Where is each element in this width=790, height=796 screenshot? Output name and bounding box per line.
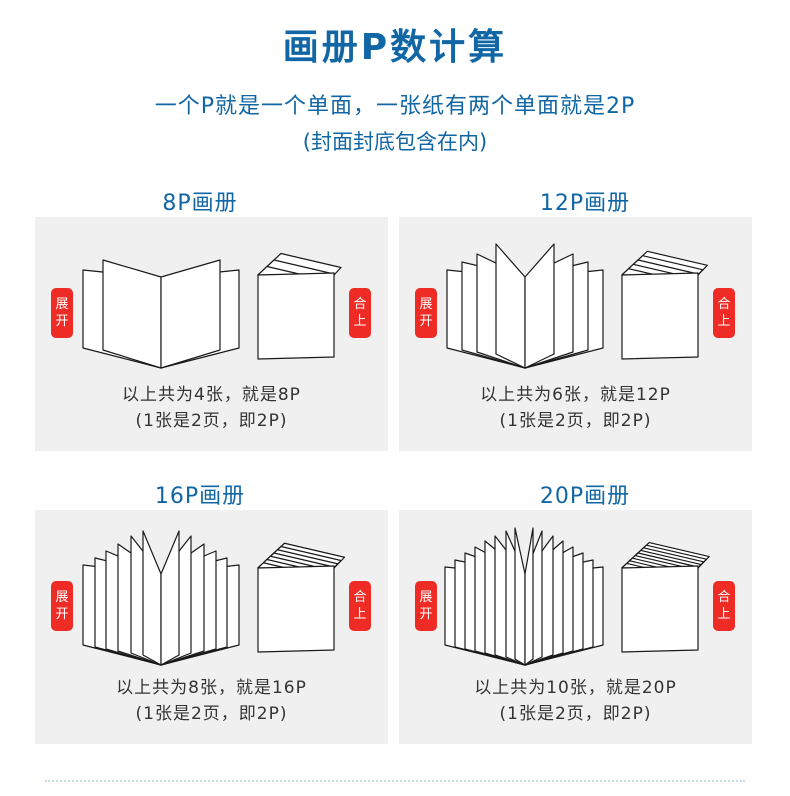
badge-closed-char-1: 合 — [717, 297, 731, 312]
bottom-divider — [45, 780, 745, 782]
open-page-right — [160, 530, 180, 666]
badge-closed-char-1: 合 — [353, 297, 367, 312]
badge-open-char-2: 开 — [55, 607, 69, 622]
caption-sheets: 以上共为4张，就是8P — [122, 385, 301, 405]
open-page-left — [142, 530, 162, 666]
badge-closed-char-2: 上 — [353, 607, 367, 622]
closed-front-cover — [621, 272, 699, 360]
closed-front-cover — [257, 272, 335, 360]
caption-note: (1张是2页，即2P) — [135, 411, 288, 431]
panel-16p: 展 开 合 上 以上共为8张，就是16P (1张是2页，即2P) — [35, 510, 388, 744]
booklet-illustration-8p — [82, 252, 342, 369]
badge-open: 展 开 — [415, 581, 437, 631]
badge-open: 展 开 — [51, 288, 73, 338]
badge-open-char-2: 开 — [419, 607, 433, 622]
section-title-20p: 20P画册 — [539, 484, 631, 509]
panel-20p: 展 开 合 上 以上共为10张，就是20P (1张是2页，即2P) — [399, 510, 752, 744]
open-page-right — [524, 243, 555, 369]
page-title: 画册P数计算 — [282, 27, 508, 68]
booklet-illustration-16p — [82, 530, 346, 666]
badge-closed-char-2: 上 — [353, 314, 367, 329]
panel-12p: 展 开 合 上 以上共为6张，就是12P (1张是2页，即2P) — [399, 217, 752, 451]
subtitle-note: (封面封底包含在内) — [302, 130, 488, 154]
closed-front-cover — [257, 565, 335, 653]
badge-closed: 合 上 — [713, 288, 735, 338]
open-page-left — [102, 259, 162, 369]
badge-closed-char-2: 上 — [717, 314, 731, 329]
badge-closed-char-1: 合 — [717, 590, 731, 605]
subtitle-definition: 一个P就是一个单面，一张纸有两个单面就是2P — [154, 94, 636, 119]
badge-open: 展 开 — [51, 581, 73, 631]
caption-note: (1张是2页，即2P) — [499, 704, 652, 724]
caption-sheets: 以上共为6张，就是12P — [480, 385, 671, 405]
badge-open-char-2: 开 — [55, 314, 69, 329]
caption-note: (1张是2页，即2P) — [499, 411, 652, 431]
caption-sheets: 以上共为8张，就是16P — [116, 678, 307, 698]
closed-front-cover — [621, 565, 699, 653]
open-page-left — [495, 243, 526, 369]
section-title-16p: 16P画册 — [154, 484, 246, 509]
panel-8p: 展 开 合 上 以上共为4张，就是8P (1张是2页，即2P) — [35, 217, 388, 451]
section-title-12p: 12P画册 — [539, 191, 631, 216]
caption-note: (1张是2页，即2P) — [135, 704, 288, 724]
open-page-right — [160, 259, 221, 369]
badge-closed: 合 上 — [349, 581, 371, 631]
booklet-illustration-12p — [446, 243, 708, 369]
badge-closed-char-1: 合 — [353, 590, 367, 605]
open-page-left — [514, 527, 526, 666]
badge-open-char-1: 展 — [55, 297, 69, 312]
badge-open-char-1: 展 — [55, 590, 69, 605]
badge-open-char-1: 展 — [419, 590, 433, 605]
badge-closed: 合 上 — [713, 581, 735, 631]
badge-open-char-2: 开 — [419, 314, 433, 329]
section-title-8p: 8P画册 — [162, 191, 238, 216]
badge-open-char-1: 展 — [419, 297, 433, 312]
caption-sheets: 以上共为10张，就是20P — [474, 678, 677, 698]
open-page-right — [524, 527, 534, 666]
booklet-illustration-20p — [444, 527, 710, 666]
badge-closed: 合 上 — [349, 288, 371, 338]
badge-closed-char-2: 上 — [717, 607, 731, 622]
badge-open: 展 开 — [415, 288, 437, 338]
